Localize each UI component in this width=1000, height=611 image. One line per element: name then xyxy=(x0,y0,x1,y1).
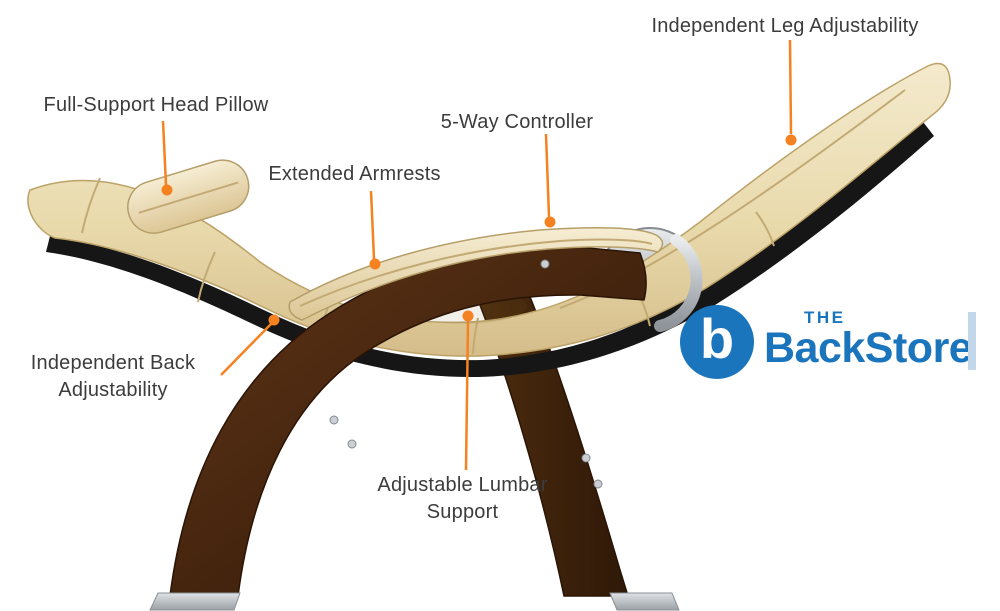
label-5-way-controller: 5-Way Controller xyxy=(440,111,594,133)
label-independent-back-adjustability: Independent Back Adjustability xyxy=(30,352,196,401)
leader-line-lumbar xyxy=(464,321,470,471)
leader-line-back xyxy=(220,323,272,376)
label-extended-armrests: Extended Armrests xyxy=(268,163,441,185)
label-full-support-head-pillow: Full-Support Head Pillow xyxy=(43,94,269,116)
anchor-dot-armrests xyxy=(369,258,381,270)
foot-plate-left xyxy=(149,592,241,611)
logo-prefix: THE xyxy=(804,308,846,327)
anchor-dot-head xyxy=(161,184,173,196)
chair-underside xyxy=(46,118,934,378)
backstore-logo: b THE BackStore xyxy=(680,303,982,387)
recline-disc-edge xyxy=(654,234,703,332)
leader-line-leg xyxy=(788,39,793,135)
label-adjustable-lumbar-support: Adjustable Lumbar Support xyxy=(377,474,548,523)
logo-name: BackStore xyxy=(764,324,973,372)
anchor-dot-back xyxy=(268,314,280,326)
anchor-dots xyxy=(161,134,797,326)
anchor-dot-leg xyxy=(785,134,797,146)
logo-accent-bar xyxy=(968,312,976,370)
logo-monogram: b xyxy=(699,307,735,370)
head-pillow xyxy=(127,159,250,234)
foot-plate-right xyxy=(609,592,680,611)
logo-circle-icon: b xyxy=(680,305,754,379)
leader-line-armrests xyxy=(369,190,376,260)
armrest-seam xyxy=(299,238,653,307)
anchor-dot-lumbar xyxy=(462,310,474,322)
anchor-dot-controller xyxy=(544,216,556,228)
leader-line-head xyxy=(161,120,168,186)
frame-screws xyxy=(329,259,603,489)
leader-line-controller xyxy=(544,133,551,218)
leader-lines xyxy=(161,39,793,471)
wood-front-arc xyxy=(169,246,647,597)
label-independent-leg-adjustability: Independent Leg Adjustability xyxy=(651,15,919,37)
armrest xyxy=(288,226,664,321)
